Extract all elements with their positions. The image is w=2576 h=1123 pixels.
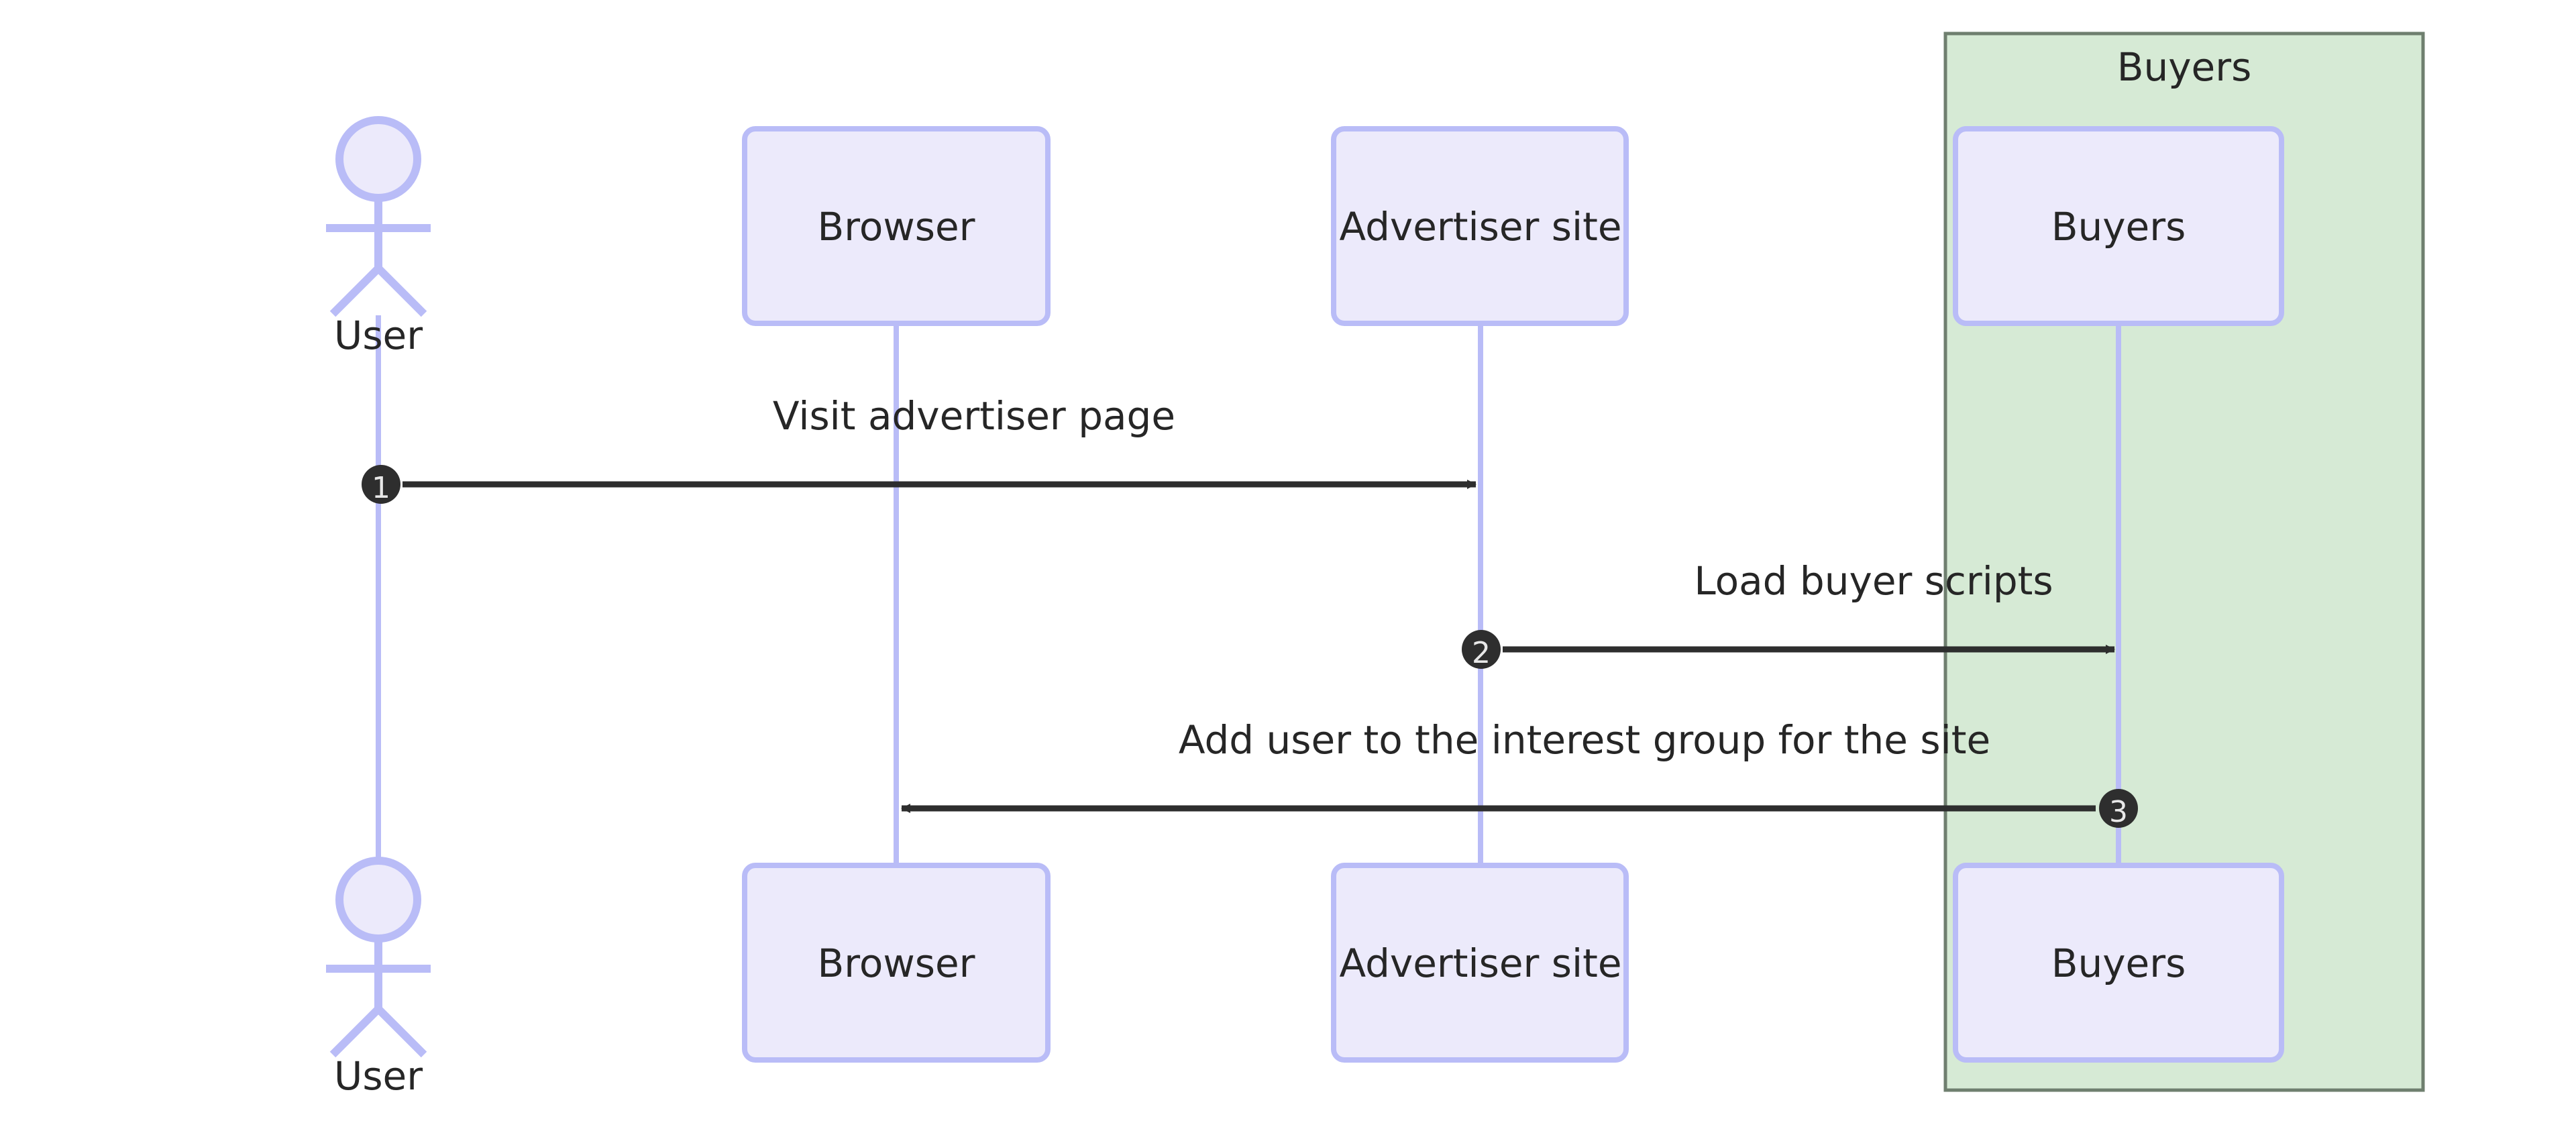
participant-label-advertiser-site-top: Advertiser site xyxy=(1339,204,1621,250)
message-3[interactable]: Add user to the interest group for the s… xyxy=(901,717,2138,829)
participant-label-buyers-top: Buyers xyxy=(2051,204,2186,250)
participant-label-user-bottom: User xyxy=(334,1053,423,1099)
message-label-2: Load buyer scripts xyxy=(1694,558,2053,604)
participant-box-browser-bottom[interactable] xyxy=(742,863,1051,1063)
participant-advertiser-site-bottom[interactable]: Advertiser site xyxy=(1331,863,1629,1063)
participant-box-buyers-bottom[interactable] xyxy=(1953,863,2284,1063)
participant-label-buyers-bottom: Buyers xyxy=(2051,941,2186,986)
actor-leg-left-icon xyxy=(329,265,382,317)
sequence-marker-2[interactable] xyxy=(1462,630,1501,669)
lifelines xyxy=(376,315,2121,872)
actor-leg-right-icon xyxy=(375,265,427,317)
actor-leg-right-icon-bottom xyxy=(375,1006,427,1058)
actor-leg-left-icon-bottom xyxy=(329,1006,382,1058)
message-1[interactable]: Visit advertiser page 1 xyxy=(362,393,1477,505)
actor-head-icon xyxy=(335,116,421,202)
participant-user-top[interactable]: User xyxy=(326,116,431,358)
participant-box-advertiser-site-bottom[interactable] xyxy=(1331,863,1629,1063)
sequence-marker-1[interactable] xyxy=(362,465,400,504)
participant-browser-bottom[interactable]: Browser xyxy=(742,863,1051,1063)
message-2[interactable]: Load buyer scripts 2 xyxy=(1462,558,2115,670)
participant-browser-top[interactable]: Browser xyxy=(742,126,1051,326)
participant-label-browser-top: Browser xyxy=(817,204,975,250)
participant-box-buyers-top[interactable] xyxy=(1953,126,2284,326)
participant-box-browser-top[interactable] xyxy=(742,126,1051,326)
sequence-number-1: 1 xyxy=(372,471,390,505)
participant-label-browser-bottom: Browser xyxy=(817,941,975,986)
sequence-number-3: 3 xyxy=(2109,795,2128,829)
participant-box-advertiser-site-top[interactable] xyxy=(1331,126,1629,326)
participant-user-bottom[interactable]: User xyxy=(326,857,431,1099)
participant-buyers-bottom[interactable]: Buyers xyxy=(1953,863,2284,1063)
message-label-1: Visit advertiser page xyxy=(773,393,1175,439)
participant-label-advertiser-site-bottom: Advertiser site xyxy=(1339,941,1621,986)
sequence-marker-3[interactable] xyxy=(2099,789,2138,828)
participant-label-user-top: User xyxy=(334,313,423,358)
participant-buyers-top[interactable]: Buyers xyxy=(1953,126,2284,326)
participant-advertiser-site-top[interactable]: Advertiser site xyxy=(1331,126,1629,326)
sequence-number-2: 2 xyxy=(1472,636,1491,670)
actor-head-icon-bottom xyxy=(335,857,421,943)
group-label: Buyers xyxy=(2117,44,2252,90)
message-label-3: Add user to the interest group for the s… xyxy=(1179,717,1990,763)
